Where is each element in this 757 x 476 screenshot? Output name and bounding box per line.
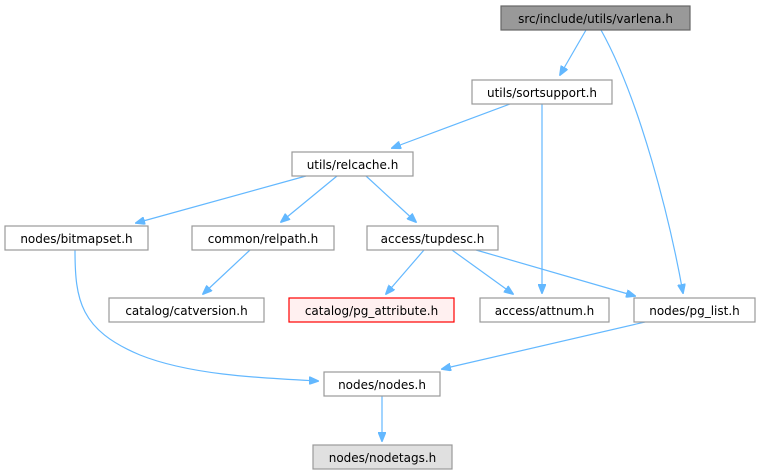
node-box: [291, 151, 414, 177]
node-relpath[interactable]: common/relpath.h: [191, 225, 335, 251]
node-label: utils/sortsupport.h: [487, 86, 597, 100]
edge-bitmapset-to-nodes: [74, 249, 318, 381]
node-pg_attribute[interactable]: catalog/pg_attribute.h: [288, 297, 455, 323]
node-label: src/include/utils/varlena.h: [518, 12, 673, 26]
edge-relcache-to-tupdesc: [365, 175, 416, 222]
node-label: access/tupdesc.h: [381, 232, 485, 246]
node-nodes[interactable]: nodes/nodes.h: [323, 371, 441, 397]
node-box: [191, 225, 335, 251]
node-box: [323, 371, 441, 397]
node-label: catalog/catversion.h: [125, 304, 247, 318]
node-relcache[interactable]: utils/relcache.h: [291, 151, 414, 177]
edge-varlena-to-sortsupport: [560, 29, 587, 75]
node-box: [108, 297, 265, 323]
node-nodetags: nodes/nodetags.h: [312, 444, 453, 470]
edge-tupdesc-to-pg_attribute: [386, 249, 425, 294]
node-box: [288, 297, 455, 323]
edge-tupdesc-to-pg_list: [475, 249, 635, 296]
edge-sortsupport-to-relcache: [392, 103, 511, 148]
node-varlena: src/include/utils/varlena.h: [500, 5, 691, 31]
node-label: nodes/bitmapset.h: [20, 232, 132, 246]
node-box: [366, 225, 499, 251]
node-label: catalog/pg_attribute.h: [305, 304, 438, 318]
edge-varlena-to-pg_list: [600, 29, 683, 293]
node-box: [312, 444, 453, 470]
node-tupdesc[interactable]: access/tupdesc.h: [366, 225, 499, 251]
edge-pg_list-to-nodes: [442, 321, 646, 369]
edge-relcache-to-bitmapset: [136, 175, 307, 223]
node-box: [633, 297, 756, 323]
node-box: [479, 297, 610, 323]
node-bitmapset[interactable]: nodes/bitmapset.h: [4, 225, 149, 251]
node-label: nodes/pg_list.h: [649, 304, 740, 318]
node-box: [471, 79, 613, 105]
node-pg_list[interactable]: nodes/pg_list.h: [633, 297, 756, 323]
node-label: access/attnum.h: [495, 304, 595, 318]
node-label: common/relpath.h: [208, 232, 318, 246]
node-label: nodes/nodetags.h: [329, 451, 437, 465]
node-box: [500, 5, 691, 31]
edge-tupdesc-to-attnum: [451, 249, 513, 294]
node-box: [4, 225, 149, 251]
node-label: utils/relcache.h: [307, 158, 399, 172]
node-catversion[interactable]: catalog/catversion.h: [108, 297, 265, 323]
edge-relcache-to-relpath: [281, 175, 338, 222]
node-attnum[interactable]: access/attnum.h: [479, 297, 610, 323]
edge-relpath-to-catversion: [203, 249, 251, 294]
node-sortsupport[interactable]: utils/sortsupport.h: [471, 79, 613, 105]
node-label: nodes/nodes.h: [338, 378, 426, 392]
